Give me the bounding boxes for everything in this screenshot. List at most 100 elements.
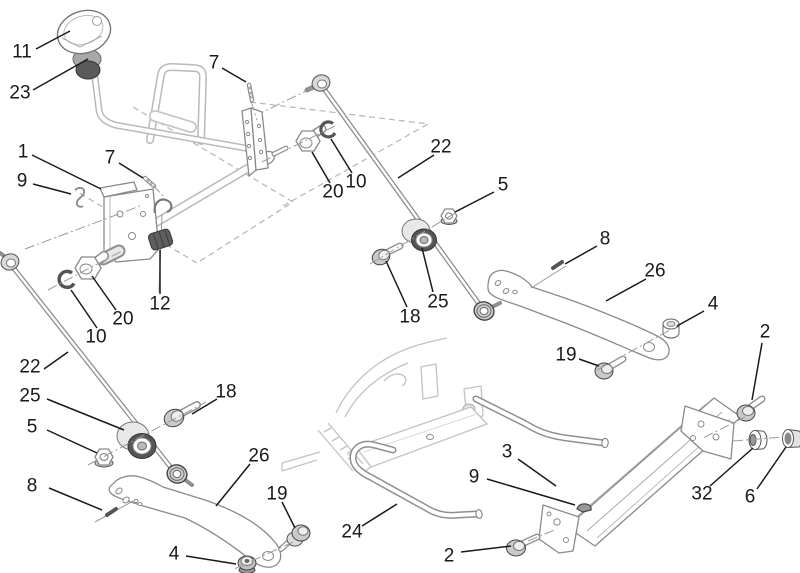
part-knob-11 bbox=[56, 9, 112, 80]
callout-label-32: 32 bbox=[691, 484, 712, 505]
callout-leader-5 bbox=[46, 429, 98, 454]
callout-label-20: 20 bbox=[112, 309, 133, 330]
callout-leader-18 bbox=[385, 260, 408, 308]
callout-leader-2 bbox=[460, 545, 512, 553]
part-rod-22-right bbox=[304, 74, 502, 321]
callout-label-19: 19 bbox=[266, 484, 287, 505]
callout-label-10: 10 bbox=[85, 327, 106, 348]
callout-label-22: 22 bbox=[430, 137, 451, 158]
callout-label-9: 9 bbox=[17, 171, 28, 192]
part-pin-8-left bbox=[94, 500, 134, 523]
part-bolt-18-right bbox=[371, 242, 404, 266]
part-nut-32 bbox=[748, 430, 768, 450]
part-nut-5-left bbox=[94, 448, 114, 468]
callout-label-10: 10 bbox=[345, 172, 366, 193]
callout-leader-5 bbox=[454, 191, 495, 213]
callout-leader-8 bbox=[564, 245, 598, 265]
callout-label-7: 7 bbox=[209, 53, 220, 74]
callout-leader-4 bbox=[185, 555, 237, 565]
callout-leader-10 bbox=[70, 289, 98, 329]
part-rod-24 bbox=[349, 395, 609, 519]
callout-label-25: 25 bbox=[19, 386, 40, 407]
callout-label-6: 6 bbox=[745, 487, 756, 508]
callout-label-11: 11 bbox=[12, 42, 32, 63]
callout-label-9: 9 bbox=[469, 467, 480, 488]
callout-label-4: 4 bbox=[708, 294, 719, 315]
part-handle-loop bbox=[146, 63, 207, 145]
callout-leader-20 bbox=[91, 275, 117, 311]
part-e-ring-10-upper bbox=[319, 120, 337, 139]
callout-label-23: 23 bbox=[9, 83, 30, 104]
callout-leader-7 bbox=[221, 67, 247, 83]
callout-leader-1 bbox=[31, 154, 102, 190]
part-bearing-25-right bbox=[401, 218, 437, 252]
callout-leader-11 bbox=[35, 30, 71, 50]
callout-label-7: 7 bbox=[105, 148, 116, 169]
callout-label-2: 2 bbox=[444, 546, 455, 567]
callout-leader-22 bbox=[43, 351, 69, 370]
part-e-ring-10-lower bbox=[57, 269, 76, 290]
part-hairpin-cotter-9 bbox=[74, 186, 86, 208]
callout-leader-7 bbox=[118, 162, 144, 179]
part-bolt-2-upper bbox=[736, 395, 766, 422]
part-nut-4-right bbox=[662, 318, 680, 339]
callout-label-20: 20 bbox=[322, 182, 343, 203]
callout-label-2: 2 bbox=[760, 322, 771, 343]
callout-label-24: 24 bbox=[341, 522, 363, 543]
part-bracket-plate-lower bbox=[538, 504, 580, 554]
callout-label-25: 25 bbox=[427, 292, 448, 313]
part-bracket-1 bbox=[96, 181, 160, 266]
callout-label-5: 5 bbox=[498, 175, 509, 196]
callout-leader-8 bbox=[48, 487, 103, 511]
part-bolt-19-right bbox=[594, 355, 627, 380]
frame-tab-left bbox=[420, 363, 439, 400]
callout-leader-26 bbox=[215, 463, 251, 507]
callout-leader-19 bbox=[281, 501, 296, 529]
callout-label-26: 26 bbox=[644, 261, 665, 282]
callout-leader-2 bbox=[751, 342, 763, 401]
part-arm-26-left bbox=[108, 475, 282, 568]
part-bolt-2-lower bbox=[506, 533, 541, 557]
callout-label-4: 4 bbox=[169, 544, 180, 565]
callout-leader-23 bbox=[32, 58, 89, 91]
callout-leader-24 bbox=[361, 503, 398, 527]
callout-leader-9 bbox=[486, 478, 576, 506]
callout-leader-25 bbox=[421, 247, 434, 293]
callout-label-12: 12 bbox=[149, 294, 170, 315]
callout-leader-3 bbox=[517, 458, 557, 487]
part-bushing-20-lower bbox=[74, 251, 109, 280]
callout-label-5: 5 bbox=[27, 417, 38, 438]
callout-leader-10 bbox=[330, 138, 353, 174]
part-bracket-plate-right bbox=[680, 405, 735, 460]
part-bearing-25-left bbox=[116, 421, 157, 459]
callout-leader-9 bbox=[32, 183, 72, 195]
callout-label-26: 26 bbox=[248, 446, 269, 467]
part-cap-6 bbox=[782, 429, 800, 448]
callout-label-3: 3 bbox=[502, 442, 513, 463]
callout-label-8: 8 bbox=[27, 476, 38, 497]
part-clip-9-lower bbox=[576, 503, 592, 513]
callout-label-8: 8 bbox=[600, 229, 611, 250]
part-nut-4-left bbox=[237, 555, 257, 573]
callout-leader-6 bbox=[756, 446, 787, 490]
part-pin-7-top bbox=[246, 82, 255, 103]
part-pin-7-left bbox=[142, 175, 157, 189]
callout-label-1: 1 bbox=[18, 142, 29, 163]
callout-leader-32 bbox=[709, 447, 754, 487]
callout-label-22: 22 bbox=[19, 357, 40, 378]
callout-leader-20 bbox=[311, 151, 331, 184]
callout-leader-26 bbox=[605, 278, 647, 302]
callout-leader-4 bbox=[676, 310, 705, 327]
callout-label-18: 18 bbox=[215, 382, 236, 403]
part-lever-23 bbox=[86, 42, 260, 154]
callout-leader-22 bbox=[397, 154, 435, 179]
callout-leader-25 bbox=[46, 398, 125, 431]
part-arm-26-right bbox=[487, 269, 670, 361]
part-pin-8-right bbox=[530, 260, 567, 289]
deck-frame bbox=[281, 337, 488, 474]
callout-leader-19 bbox=[578, 358, 600, 367]
callout-label-18: 18 bbox=[399, 307, 420, 328]
